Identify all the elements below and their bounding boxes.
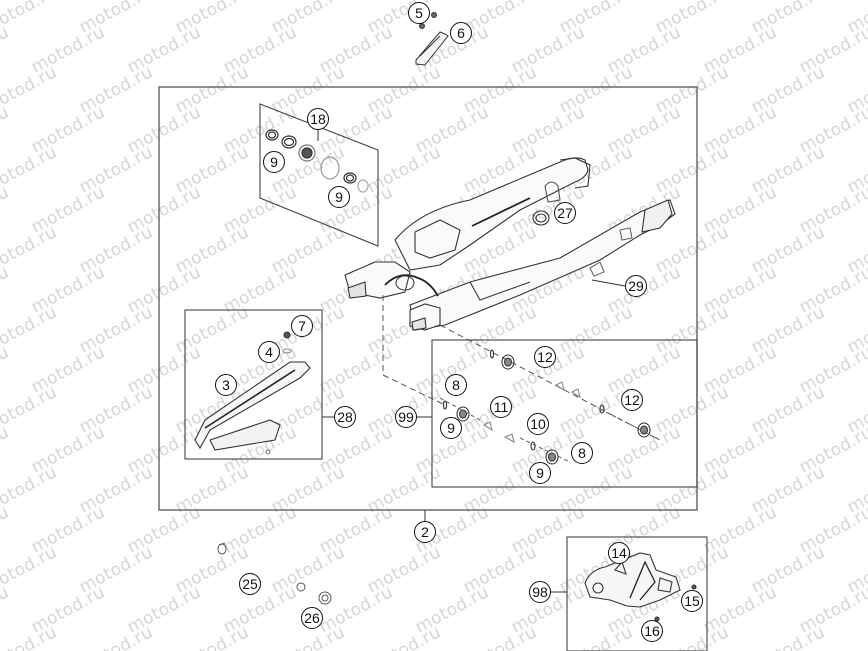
callout-12[interactable]: 12 [534,346,556,368]
callout-11[interactable]: 11 [490,396,512,418]
callout-6[interactable]: 6 [450,22,472,44]
chain-slider-parts [194,331,311,455]
main-assembly-frame [158,86,698,511]
chain-guide-clip-parts [415,12,449,66]
callout-15[interactable]: 15 [681,590,703,612]
pivot-hardware-parts [439,349,661,465]
callout-12[interactable]: 12 [621,389,643,411]
bearing-kit-box [259,103,379,247]
callout-18[interactable]: 18 [307,108,329,130]
callout-8[interactable]: 8 [445,374,467,396]
callout-3[interactable]: 3 [215,374,237,396]
callout-4[interactable]: 4 [258,341,280,363]
callout-14[interactable]: 14 [608,542,630,564]
callout-16[interactable]: 16 [641,620,663,642]
bearing-parts-18 [265,129,369,193]
leader-29 [591,279,626,287]
callout-28[interactable]: 28 [334,406,356,428]
callout-7[interactable]: 7 [291,315,313,337]
callout-8[interactable]: 8 [571,442,593,464]
callout-9[interactable]: 9 [529,462,551,484]
swingarm-body [344,157,676,331]
callout-5[interactable]: 5 [408,2,430,24]
callout-29[interactable]: 29 [625,275,647,297]
axle-dashed-lines [382,295,661,441]
callout-9[interactable]: 9 [263,151,285,173]
pivot-hardware-box [431,339,698,488]
callout-9[interactable]: 9 [328,186,350,208]
chain-guide-box [566,536,708,651]
chain-slider-box [184,309,323,460]
callout-98[interactable]: 98 [529,581,551,603]
loose-fasteners [217,542,332,605]
callout-10[interactable]: 10 [527,413,549,435]
callout-9[interactable]: 9 [440,417,462,439]
callout-99[interactable]: 99 [395,406,417,428]
callout-2[interactable]: 2 [414,521,436,543]
chain-guide-parts [584,552,697,622]
callout-25[interactable]: 25 [239,573,261,595]
callout-27[interactable]: 27 [554,202,576,224]
callout-26[interactable]: 26 [301,607,323,629]
